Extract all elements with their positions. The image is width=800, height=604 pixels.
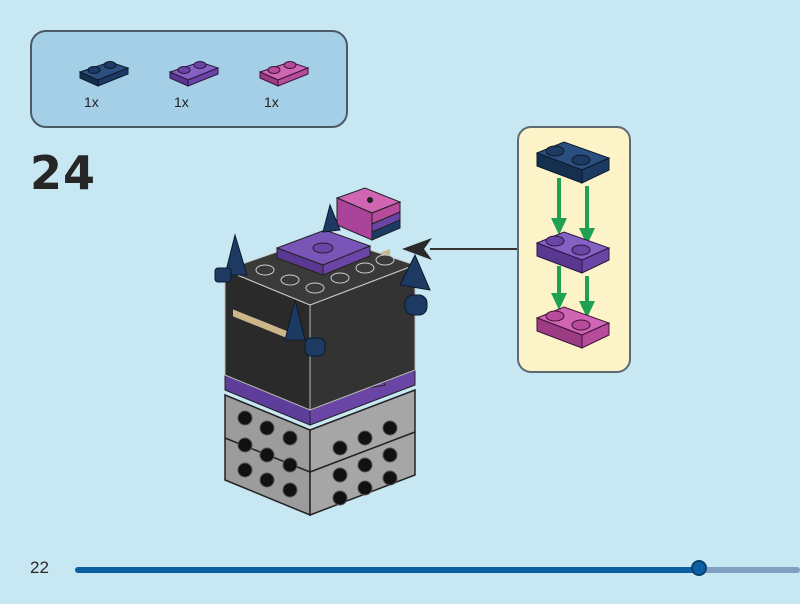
callout-line (430, 248, 518, 250)
part-quantity: 1x (174, 94, 189, 110)
progress-fill (75, 567, 699, 573)
progress-knob[interactable] (690, 560, 707, 576)
part-quantity: 1x (264, 94, 279, 110)
part-lavender-plate: 1x (160, 50, 230, 120)
step-number: 24 (30, 146, 97, 200)
parts-list-panel: 1x 1x 1x (30, 30, 348, 128)
lavender-plate-icon (168, 61, 220, 87)
part-magenta-plate: 1x (250, 50, 320, 120)
magenta-plate-icon (258, 61, 310, 87)
sub-assembly-illustration (535, 141, 611, 349)
part-dark-blue-plate: 1x (70, 50, 140, 120)
dark-blue-plate-icon (78, 61, 130, 87)
sub-assembly-callout (517, 126, 631, 373)
callout-arrowhead-icon (402, 238, 432, 260)
brickheadz-model-illustration (214, 187, 431, 517)
part-quantity: 1x (84, 94, 99, 110)
page-number: 22 (30, 558, 49, 577)
